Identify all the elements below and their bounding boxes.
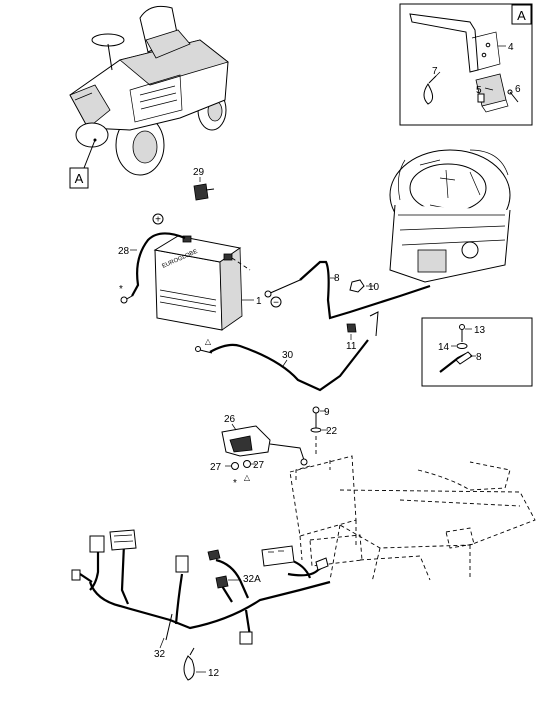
leader-5 <box>484 87 494 91</box>
wiring-harness-32 <box>79 543 331 641</box>
cable-28 <box>131 232 186 297</box>
callout-14: 14 <box>438 342 450 353</box>
battery <box>153 235 243 331</box>
callout-29: 29 <box>193 167 205 178</box>
part-12-cable-tie <box>183 655 195 681</box>
callout-32: 32 <box>154 649 166 660</box>
leader-30 <box>282 359 288 367</box>
inset-detail-a: A <box>399 3 533 126</box>
callout-12-label: 12 <box>208 668 220 679</box>
callout-27-right: 27 <box>253 460 265 471</box>
star-mark-bottom: * <box>233 478 237 489</box>
inset-letter-box <box>511 4 532 25</box>
callout-10: 10 <box>368 282 380 293</box>
connector-middle <box>175 555 189 573</box>
callout-13: 13 <box>474 325 486 336</box>
callout-22: 22 <box>326 426 338 437</box>
callout-30: 30 <box>282 350 294 361</box>
minus-terminal-symbol-ring <box>270 296 282 308</box>
callout-5: 5 <box>476 85 482 96</box>
cable-30 <box>209 339 369 392</box>
engine-illustration <box>389 149 511 283</box>
callout-7: 7 <box>432 66 438 77</box>
callout-32A: 32A <box>243 574 261 585</box>
mower-pointer-letter: A <box>75 171 84 186</box>
part-26-switch-bracket <box>221 425 308 466</box>
part-29-connector <box>193 183 215 201</box>
leader-7 <box>433 71 441 79</box>
connector-multi <box>109 529 137 551</box>
callout-9: 9 <box>324 407 330 418</box>
callout-28: 28 <box>118 246 130 257</box>
star-mark-left: * <box>119 284 123 295</box>
callout-11: 11 <box>346 341 357 352</box>
callout-1: 1 <box>256 296 262 307</box>
triangle-mark-bottom: △ <box>244 473 251 482</box>
part-10-nut <box>349 279 365 293</box>
callout-6: 6 <box>515 84 521 95</box>
riding-mower-illustration <box>69 5 229 176</box>
callout-8-detail: 8 <box>476 352 482 363</box>
part-11-clip <box>346 323 357 333</box>
part-22-washer <box>310 427 322 433</box>
connector-left <box>89 535 105 553</box>
inset-letter: A <box>517 8 526 23</box>
chassis-outline <box>289 455 536 583</box>
connector-right-block <box>261 545 295 567</box>
mower-pointer-box <box>69 167 89 189</box>
callout-27-left-label: 27 <box>210 462 222 473</box>
plus-terminal-symbol-ring <box>152 213 164 225</box>
minus-terminal-symbol: − <box>273 298 279 309</box>
callout-4: 4 <box>508 42 514 53</box>
inset-detail-terminal <box>421 317 533 387</box>
triangle-mark-30: △ <box>205 337 212 346</box>
callout-26: 26 <box>224 414 236 425</box>
cable-8 <box>299 260 431 320</box>
callout-8: 8 <box>334 273 340 284</box>
plus-terminal-symbol: + <box>155 215 161 226</box>
